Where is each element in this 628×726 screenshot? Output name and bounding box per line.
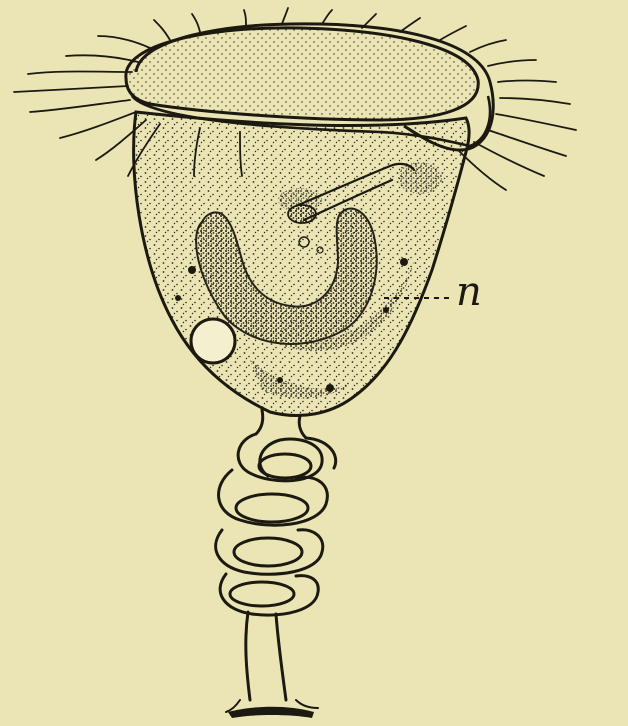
- stalk-base: [226, 700, 318, 718]
- cell-body: [134, 112, 469, 416]
- coiled-stalk: [216, 434, 336, 700]
- nucleus-label: n: [456, 272, 482, 312]
- peristome-disc: [126, 28, 478, 120]
- contractile-vacuole: [191, 319, 235, 363]
